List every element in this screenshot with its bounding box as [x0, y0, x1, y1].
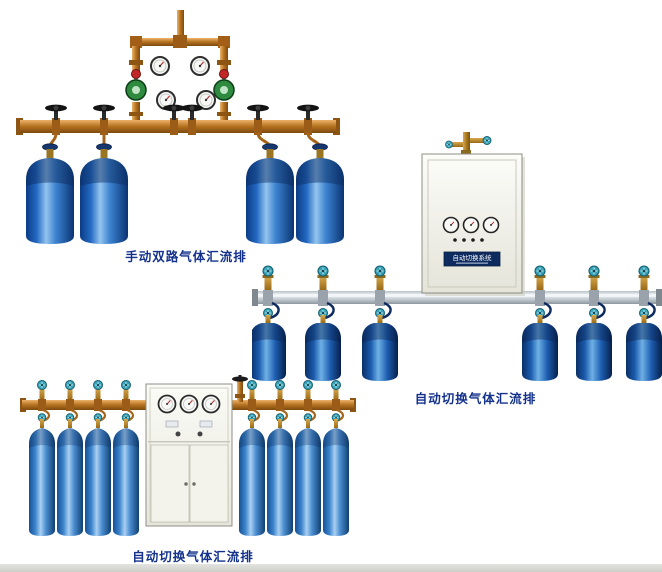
- product-caption: 自动切换气体汇流排: [414, 392, 537, 406]
- cabinet-gauge: [482, 216, 500, 234]
- pressure-gauge: [190, 56, 210, 76]
- cabinet-gauge: [201, 394, 221, 414]
- valve-handwheel: [297, 104, 319, 120]
- main-shutoff-valve: [232, 375, 248, 402]
- gas-cylinder-unit: [522, 266, 558, 381]
- gas-cylinder-unit: [576, 266, 612, 381]
- cabinet-door-left: [150, 444, 190, 523]
- cabinet-inlet-piping: [445, 132, 492, 154]
- cropped-next-row-strip: [0, 564, 662, 572]
- gas-cylinder-unit: [626, 266, 662, 381]
- figure-auto-switch-right: 自动切换系统: [252, 132, 662, 384]
- cabinet-gauge: [462, 216, 480, 234]
- valve-handwheel: [181, 104, 203, 120]
- gas-cylinder-unit: [362, 266, 398, 381]
- valve-handwheel: [45, 104, 67, 120]
- cabinet-gauge: [157, 394, 177, 414]
- cabinet-gauge: [442, 216, 460, 234]
- control-cabinet: [145, 383, 233, 527]
- gas-cylinder: [79, 143, 129, 245]
- top-piping: [129, 10, 231, 122]
- valve-handwheel: [247, 104, 269, 120]
- valve-handwheel: [93, 104, 115, 120]
- control-cabinet: 自动切换系统: [421, 153, 525, 296]
- product-caption: 自动切换气体汇流排: [132, 550, 254, 564]
- figure-auto-switch-bottom: [20, 375, 356, 546]
- gas-cylinder-unit: [252, 266, 286, 381]
- gas-cylinder: [25, 143, 75, 245]
- pressure-gauge: [150, 56, 170, 76]
- pressure-regulator: [125, 68, 147, 101]
- cabinet-gauge: [179, 394, 199, 414]
- manifold-pipe: [16, 118, 340, 135]
- cabinet-label-text: 自动切换系统: [453, 253, 493, 262]
- cabinet-label-plate: [443, 251, 501, 267]
- figure-manual-dual-manifold: [16, 10, 345, 245]
- product-caption: 手动双路气体汇流排: [125, 250, 247, 264]
- cabinet-door-right: [189, 444, 229, 523]
- gas-cylinder-unit: [305, 266, 341, 381]
- pressure-regulator: [213, 68, 235, 101]
